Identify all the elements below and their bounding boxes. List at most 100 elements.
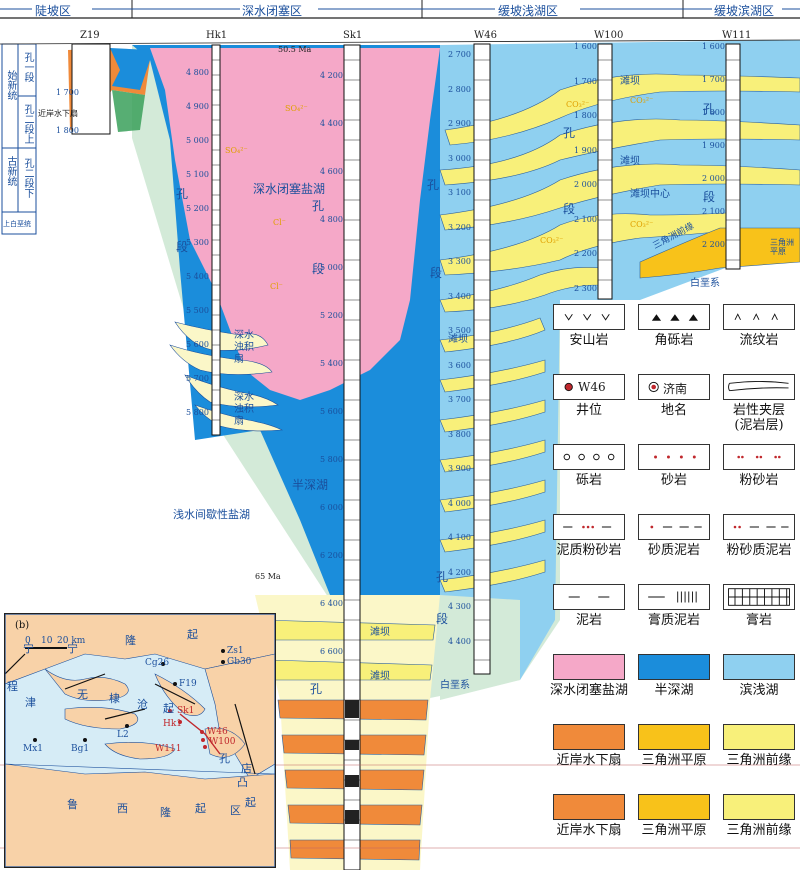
depth-tick-w46: 3 800: [448, 429, 471, 439]
depth-tick-hk1: 5 700: [186, 374, 209, 383]
legend-swatch: [723, 794, 795, 820]
label-shoal-5: 滩坝: [620, 156, 640, 167]
legend-label: 流纹岩: [739, 333, 779, 348]
legend-label: 泥质粉砂岩: [556, 543, 622, 558]
legend-swatch: [553, 794, 625, 820]
legend-label: 粉砂岩: [739, 473, 779, 488]
legend-swatch: [723, 444, 795, 470]
series-paleocene: 古新统: [5, 156, 16, 186]
ion-co3-4: CO₃²⁻: [630, 220, 654, 229]
member-kong2-lower: 孔二段下: [22, 158, 33, 198]
legend-label: 砂质泥岩: [647, 543, 700, 558]
depth-tick-w46: 4 000: [448, 498, 471, 508]
depth-tick-w46: 3 100: [448, 188, 471, 197]
legend-symbol-gypsum_mud: [648, 591, 697, 603]
legend-swatch: [553, 304, 625, 330]
legend-symbol-silty_mud: [733, 525, 789, 529]
depth-tick-w111: 2 100: [702, 207, 725, 216]
series-eocene: 始新统: [5, 70, 16, 100]
duan-w46-lower: 段: [436, 612, 449, 626]
legend-swatch: [553, 514, 625, 540]
well-label-z19: Z19: [80, 30, 100, 41]
legend-symbol-mudstone: [568, 596, 610, 598]
inset-well-label: Gb30: [227, 657, 252, 667]
legend-item: 滨浅湖: [719, 654, 799, 698]
ion-so4-2: SO₄²⁻: [225, 146, 248, 155]
legend-label: 三角洲前缘: [726, 823, 792, 838]
legend-label: 粉砂质泥岩: [726, 543, 792, 558]
depth-tick-w46: 3 600: [448, 360, 471, 370]
legend-item: 济南地名: [634, 374, 714, 418]
depth-tick-sk1: 6 000: [320, 503, 343, 512]
kong-w100: 孔: [563, 126, 576, 140]
label-semi-deep: 半深湖: [292, 478, 329, 492]
label-near-shore-fan: 近岸水下扇: [38, 109, 78, 118]
inset-region-label: 无: [77, 688, 88, 701]
depth-tick-hk1: 5 500: [186, 306, 209, 315]
legend-item: 半深湖: [634, 654, 714, 698]
legend-swatch: [638, 444, 710, 470]
legend-item: 泥质粉砂岩: [549, 514, 629, 558]
legend-item: 三角洲前缘: [719, 794, 799, 838]
legend-swatch: [553, 444, 625, 470]
zone-label-gentle-shore: 缓坡滨湖区: [714, 4, 775, 18]
legend-label: 三角洲平原: [641, 753, 707, 768]
depth-tick-sk1: 5 200: [320, 311, 343, 320]
legend-item: 粉砂岩: [719, 444, 799, 488]
depth-tick-hk1: 5 400: [186, 272, 209, 281]
depth-tick-w111: 1 700: [702, 75, 725, 84]
legend-label: 滨浅湖: [739, 683, 779, 698]
inset-region-label: 宁: [23, 642, 34, 655]
inset-region-label: 沧: [137, 698, 148, 711]
ion-cl-1: Cl⁻: [273, 218, 286, 227]
inset-well-label: Sk1: [177, 706, 195, 716]
legend-label: 膏岩: [745, 613, 772, 628]
zone-label-deep: 深水闭塞区: [242, 4, 303, 18]
inset-well-label: Mx1: [23, 744, 44, 754]
depth-tick-hk1: 5 100: [186, 170, 209, 179]
member-kong1: 孔一段: [22, 52, 33, 82]
inset-region-label: 店: [241, 762, 252, 775]
legend-symbol-siltstone: [737, 455, 781, 459]
label-cretaceous-w111: 白垩系: [690, 278, 720, 289]
legend-label: 近岸水下扇: [556, 753, 622, 768]
depth-tick-w111: 2 000: [702, 174, 725, 183]
ion-co3-1: CO₃²⁻: [566, 100, 590, 109]
legend-swatch: [553, 584, 625, 610]
inset-region-label: 鲁: [67, 798, 78, 811]
legend-swatch: [638, 654, 710, 680]
well-label-w46: W46: [474, 30, 498, 41]
legend-swatch: [723, 584, 795, 610]
label-closed-saline: 深水闭塞盐湖: [253, 182, 326, 196]
legend-swatch: [638, 514, 710, 540]
legend-item: 泥岩: [549, 584, 629, 628]
legend-item: 砂岩: [634, 444, 714, 488]
legend-swatch: [638, 794, 710, 820]
depth-tick-w46: 3 200: [448, 222, 471, 232]
depth-tick-w100: 1 800: [574, 111, 597, 120]
depth-tick-w111: 1 800: [702, 108, 725, 117]
legend-swatch: W46: [553, 374, 625, 400]
legend-item: 角砾岩: [634, 304, 714, 348]
depth-tick-w46: 3 000: [448, 153, 471, 163]
legend-item: 膏质泥岩: [634, 584, 714, 628]
legend-item: 三角洲平原: [634, 724, 714, 768]
ion-so4-1: SO₄²⁻: [285, 104, 308, 113]
kong-w46-lower: 孔: [436, 570, 449, 584]
depth-tick-w100: 2 300: [574, 283, 597, 293]
label-shoal-4: 滩坝: [620, 76, 640, 87]
delta-tongues: [439, 73, 800, 593]
depth-tick-w111: 2 200: [702, 240, 725, 249]
depth-tick-hk1: 5 200: [186, 204, 209, 213]
legend-label: 泥岩: [575, 613, 602, 628]
depth-tick-w100: 2 000: [574, 180, 597, 189]
depth-tick-w46: 2 800: [448, 84, 471, 94]
legend-label: 地名: [660, 403, 687, 418]
depth-tick-w111: 1 900: [702, 141, 725, 150]
depth-tick-w100: 1 600: [574, 42, 597, 51]
ion-cl-2: Cl⁻: [270, 282, 283, 291]
legend-symbol-andesite: [564, 313, 610, 321]
depth-tick-hk1: 4 900: [186, 102, 209, 111]
basin-fill-saline: [150, 48, 440, 400]
